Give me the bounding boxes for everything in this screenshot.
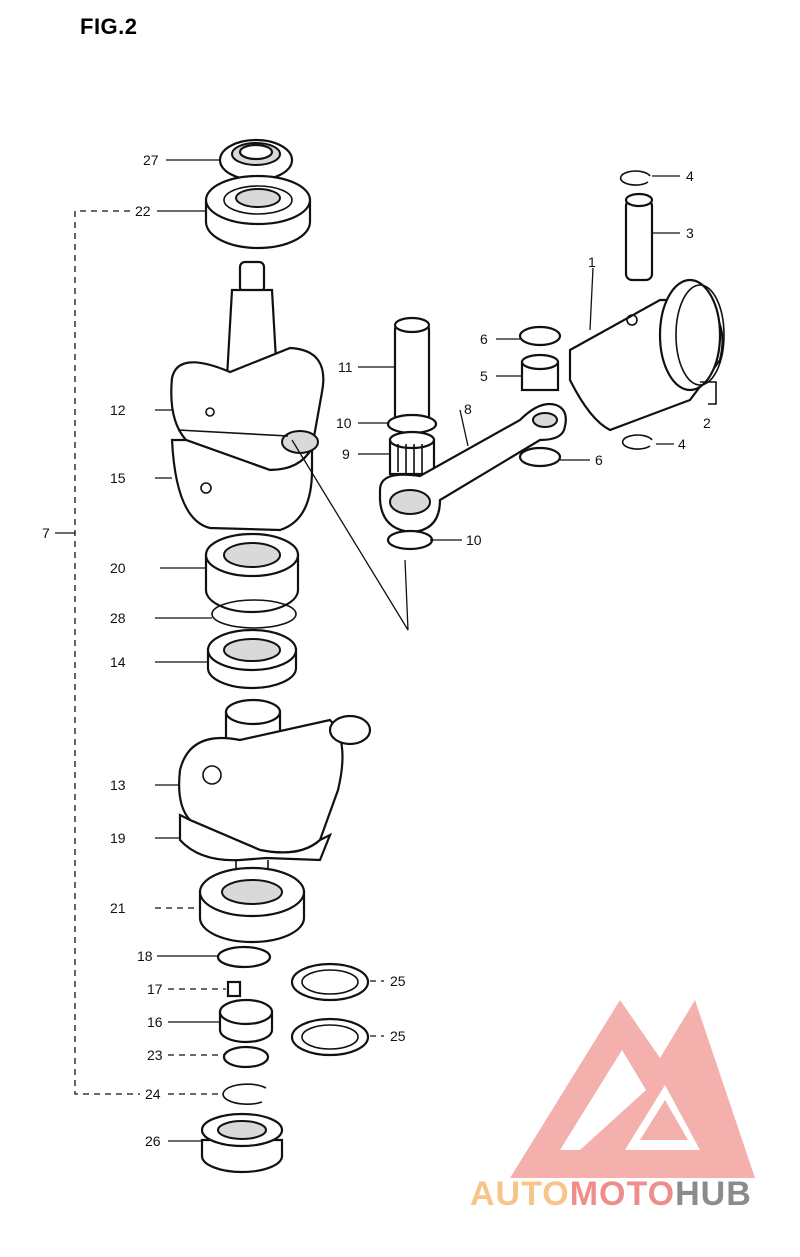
needle-bearing-9 bbox=[388, 430, 436, 476]
label-6-upper: 6 bbox=[480, 331, 488, 347]
label-13: 13 bbox=[110, 777, 126, 793]
label-6-lower: 6 bbox=[595, 452, 603, 468]
watermark-logo bbox=[510, 1000, 755, 1178]
label-17: 17 bbox=[147, 981, 163, 997]
clip-4-upper bbox=[619, 170, 651, 186]
label-4-lower: 4 bbox=[678, 436, 686, 452]
watermark-hub: HUB bbox=[675, 1175, 752, 1213]
seal-26 bbox=[200, 1112, 284, 1174]
seal-14 bbox=[206, 628, 298, 690]
label-10-lower: 10 bbox=[466, 532, 482, 548]
label-20: 20 bbox=[110, 560, 126, 576]
label-28: 28 bbox=[110, 610, 126, 626]
washer-25-upper bbox=[290, 962, 370, 1002]
ring-28 bbox=[211, 599, 297, 629]
connecting-rod-8 bbox=[378, 402, 567, 534]
washer-10-lower bbox=[386, 529, 434, 551]
needle-bearing-5 bbox=[520, 353, 560, 392]
label-8: 8 bbox=[464, 401, 472, 417]
piston-ring-2 bbox=[700, 381, 717, 405]
clip-4-lower bbox=[621, 434, 653, 450]
key-17 bbox=[226, 980, 242, 998]
label-12: 12 bbox=[110, 402, 126, 418]
leader-lines bbox=[155, 159, 680, 1142]
label-5: 5 bbox=[480, 368, 488, 384]
bearing-20 bbox=[204, 532, 300, 614]
assembly-bracket bbox=[55, 210, 140, 1095]
label-25-lower: 25 bbox=[390, 1028, 406, 1044]
label-21: 21 bbox=[110, 900, 126, 916]
label-24: 24 bbox=[145, 1086, 161, 1102]
label-16: 16 bbox=[147, 1014, 163, 1030]
crank-upper-12-15 bbox=[170, 260, 325, 532]
piston-pin-3 bbox=[624, 192, 654, 282]
piston-1 bbox=[568, 278, 725, 432]
washer-25-lower bbox=[290, 1017, 370, 1057]
part-number-labels: 27 22 12 15 7 20 28 14 13 19 21 18 17 16… bbox=[42, 152, 711, 1149]
label-25-upper: 25 bbox=[390, 973, 406, 989]
washer-6-lower bbox=[518, 446, 562, 468]
label-1: 1 bbox=[588, 254, 596, 270]
crankpin-guide bbox=[291, 439, 409, 631]
watermark-text: AUTOMOTOHUB bbox=[470, 1175, 752, 1214]
label-2: 2 bbox=[703, 415, 711, 431]
label-22: 22 bbox=[135, 203, 151, 219]
bearing-22 bbox=[204, 174, 312, 250]
label-4-upper: 4 bbox=[686, 168, 694, 184]
washer-10-upper bbox=[386, 413, 438, 435]
label-3: 3 bbox=[686, 225, 694, 241]
watermark-moto: MOTO bbox=[569, 1175, 676, 1213]
washer-6-upper bbox=[518, 325, 562, 347]
label-10-upper: 10 bbox=[336, 415, 352, 431]
gear-16 bbox=[218, 998, 274, 1044]
oil-seal-27 bbox=[218, 138, 294, 182]
ring-18 bbox=[216, 945, 272, 969]
label-11: 11 bbox=[338, 359, 353, 375]
label-7: 7 bbox=[42, 525, 50, 541]
label-23: 23 bbox=[147, 1047, 163, 1063]
label-26: 26 bbox=[145, 1133, 161, 1149]
label-18: 18 bbox=[137, 948, 153, 964]
watermark-auto: AUTO bbox=[470, 1175, 570, 1213]
ring-23 bbox=[222, 1045, 270, 1069]
circlip-24 bbox=[222, 1083, 267, 1105]
figure-title: FIG.2 bbox=[80, 14, 138, 39]
label-19: 19 bbox=[110, 830, 126, 846]
crank-pin-11 bbox=[393, 316, 431, 422]
label-27: 27 bbox=[143, 152, 159, 168]
label-9: 9 bbox=[342, 446, 350, 462]
crank-lower-13-19 bbox=[178, 698, 372, 883]
label-15: 15 bbox=[110, 470, 126, 486]
bearing-21 bbox=[198, 866, 306, 944]
label-14: 14 bbox=[110, 654, 126, 670]
